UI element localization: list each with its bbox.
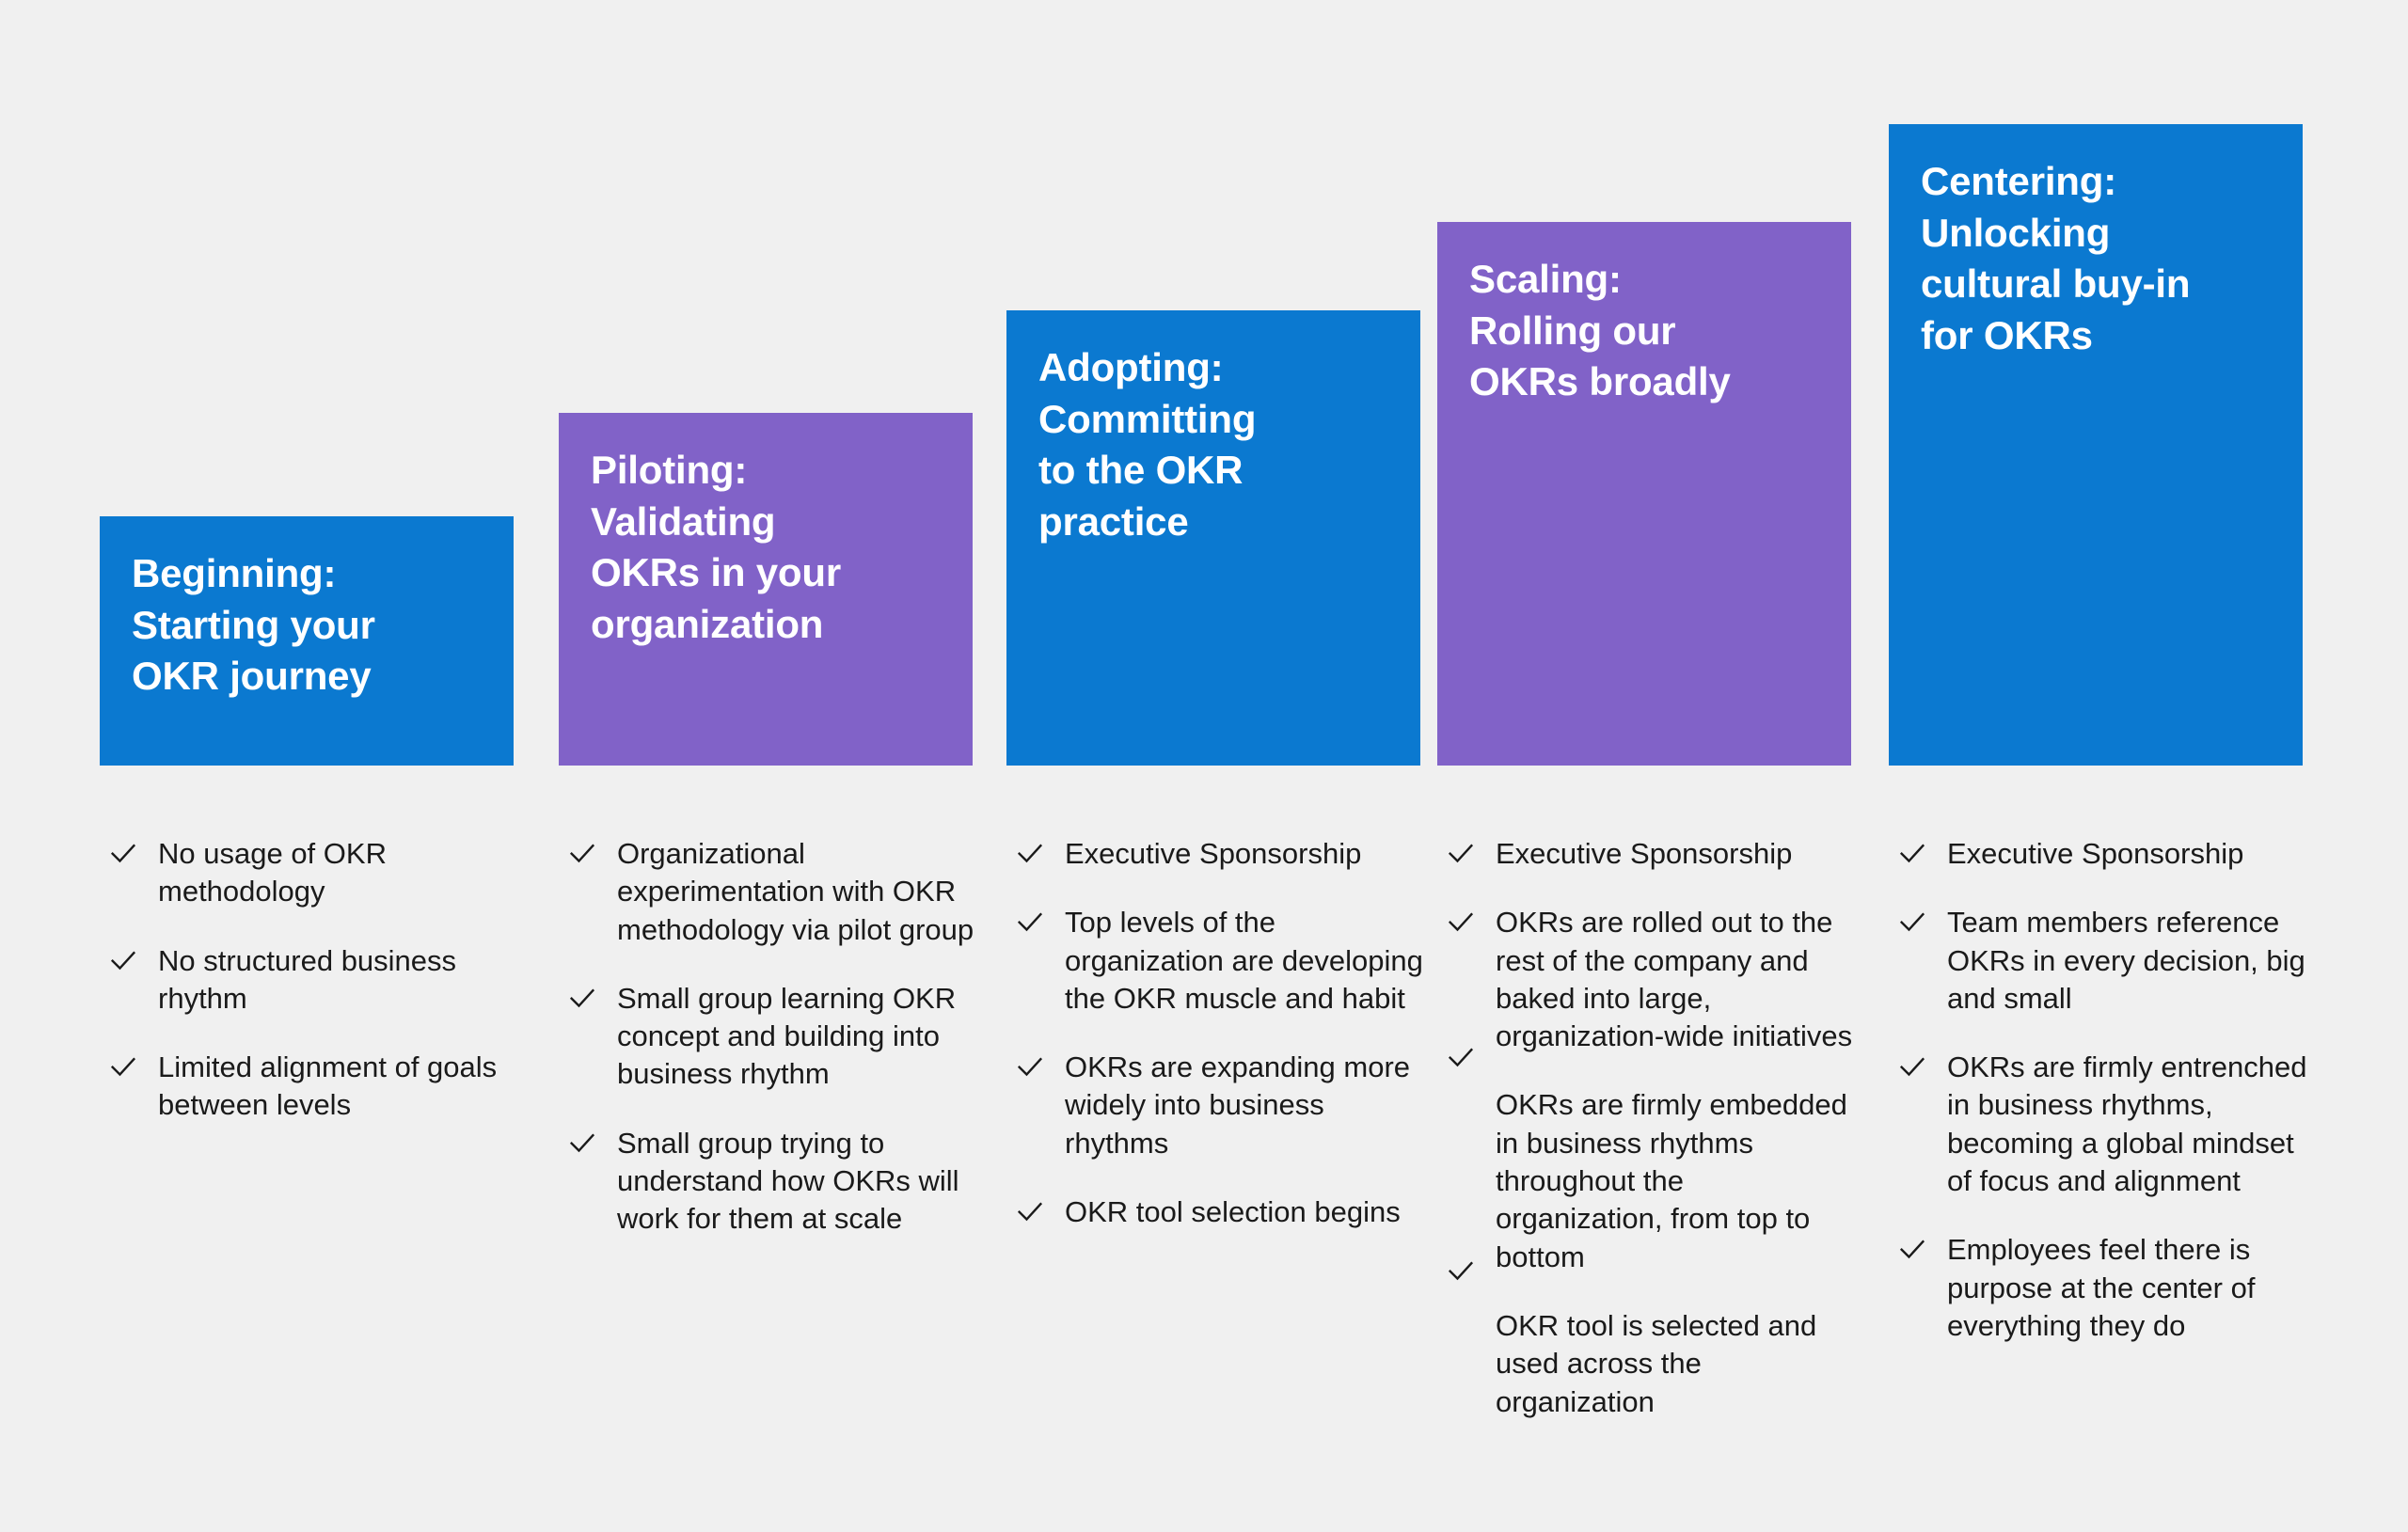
check-icon [566, 1127, 598, 1159]
list-item: Executive Sponsorship [1889, 835, 2310, 873]
list-item: Team members reference OKRs in every dec… [1889, 904, 2310, 1018]
list-item: No usage of OKR methodology [100, 835, 521, 911]
check-icon [1896, 1233, 1928, 1265]
check-icon [566, 982, 598, 1014]
check-icon [1445, 906, 1477, 938]
check-icon [566, 837, 598, 869]
check-icon [107, 837, 139, 869]
list-item: Organizational experimentation with OKR … [559, 835, 980, 949]
list-item: Small group learning OKR concept and bui… [559, 980, 980, 1094]
list-item: Small group trying to understand how OKR… [559, 1125, 980, 1239]
list-item: Top levels of the organization are devel… [1006, 904, 1428, 1018]
list-item-label: OKR tool is selected and used across the… [1496, 1308, 1817, 1418]
list-item-label: Executive Sponsorship [1496, 837, 1793, 870]
list-item: Executive Sponsorship [1437, 835, 1859, 873]
list-item: Executive Sponsorship [1006, 835, 1428, 873]
list-item: OKR tool selection begins [1006, 1193, 1428, 1231]
stage-list-beginning: No usage of OKR methodology No structured… [100, 835, 521, 1156]
stage-list-piloting: Organizational experimentation with OKR … [559, 835, 980, 1270]
stage-column-centering: Centering: Unlocking cultural buy-in for… [1889, 0, 2306, 1532]
list-item-label: OKRs are rolled out to the rest of the c… [1496, 906, 1853, 1053]
stage-column-piloting: Piloting: Validating OKRs in your organi… [559, 0, 974, 1532]
list-item: OKRs are expanding more widely into busi… [1006, 1049, 1428, 1162]
check-icon [1445, 1041, 1477, 1073]
list-item-label: Limited alignment of goals between level… [158, 1050, 498, 1122]
check-icon [107, 1050, 139, 1082]
list-item-label: OKR tool selection begins [1065, 1195, 1401, 1229]
check-icon [1445, 837, 1477, 869]
list-item-label: OKRs are expanding more widely into busi… [1065, 1050, 1411, 1160]
stage-title-beginning: Beginning: Starting your OKR journey [132, 551, 375, 699]
list-item-label: Top levels of the organization are devel… [1065, 906, 1423, 1015]
list-item: OKRs are firmly embedded in business rhy… [1437, 1048, 1859, 1275]
list-item-label: OKRs are firmly entrenched in business r… [1947, 1050, 2307, 1198]
check-icon [107, 944, 139, 976]
list-item: OKRs are firmly entrenched in business r… [1889, 1049, 2310, 1200]
check-icon [1014, 1050, 1046, 1082]
list-item-label: Employees feel there is purpose at the c… [1947, 1233, 2256, 1342]
list-item-label: No usage of OKR methodology [158, 837, 387, 908]
stage-title-adopting: Adopting: Committing to the OKR practice [1038, 345, 1257, 544]
stage-title-centering: Centering: Unlocking cultural buy-in for… [1921, 159, 2191, 357]
list-item-label: Team members reference OKRs in every dec… [1947, 906, 2305, 1015]
stage-bar-adopting: Adopting: Committing to the OKR practice [1006, 310, 1420, 766]
list-item: Employees feel there is purpose at the c… [1889, 1231, 2310, 1345]
check-icon [1445, 1255, 1477, 1287]
stage-column-beginning: Beginning: Starting your OKR journey No u… [100, 0, 514, 1532]
check-icon [1896, 1050, 1928, 1082]
list-item-label: OKRs are firmly embedded in business rhy… [1496, 1088, 1847, 1273]
list-item-label: Small group learning OKR concept and bui… [617, 981, 957, 1091]
list-item: No structured business rhythm [100, 942, 521, 1019]
list-item-label: Executive Sponsorship [1947, 837, 2244, 870]
stage-title-scaling: Scaling: Rolling our OKRs broadly [1469, 257, 1731, 404]
stage-bar-scaling: Scaling: Rolling our OKRs broadly [1437, 222, 1851, 766]
stage-title-piloting: Piloting: Validating OKRs in your organi… [591, 448, 841, 646]
check-icon [1014, 906, 1046, 938]
list-item: OKR tool is selected and used across the… [1437, 1261, 1859, 1421]
list-item-label: Executive Sponsorship [1065, 837, 1362, 870]
stage-bar-beginning: Beginning: Starting your OKR journey [100, 516, 514, 766]
stage-bar-centering: Centering: Unlocking cultural buy-in for… [1889, 124, 2303, 766]
check-icon [1896, 837, 1928, 869]
list-item: Limited alignment of goals between level… [100, 1049, 521, 1125]
list-item: OKRs are rolled out to the rest of the c… [1437, 904, 1859, 1055]
list-item-label: Organizational experimentation with OKR … [617, 837, 974, 946]
list-item-label: Small group trying to understand how OKR… [617, 1126, 959, 1236]
check-icon [1014, 837, 1046, 869]
check-icon [1896, 906, 1928, 938]
stage-bar-piloting: Piloting: Validating OKRs in your organi… [559, 413, 973, 766]
check-icon [1014, 1195, 1046, 1227]
stage-column-adopting: Adopting: Committing to the OKR practice… [1006, 0, 1423, 1532]
list-item-label: No structured business rhythm [158, 943, 457, 1015]
